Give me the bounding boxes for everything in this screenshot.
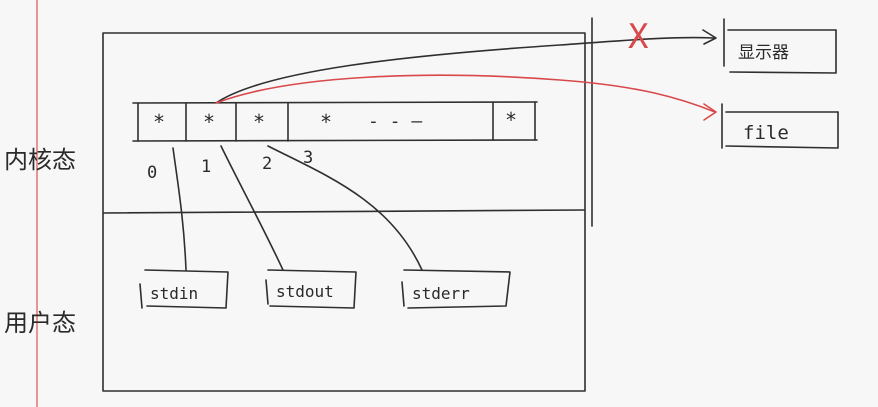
arrow-to-file-head (703, 103, 717, 121)
arrow-to-display-head (702, 29, 717, 45)
fd-table-top (132, 101, 538, 104)
fd-cell-last: * (505, 108, 517, 132)
user-mode-label: 用户态 (4, 309, 76, 337)
arrow-to-display (215, 36, 715, 104)
fd-table: * * * * - - — * (132, 101, 538, 142)
fd-cell-3: * (320, 110, 332, 134)
stdin-label: stdin (150, 284, 198, 303)
fd-table-bottom (132, 139, 538, 142)
fd-index-3: 3 (303, 148, 313, 168)
stdout-box: stdout (265, 269, 357, 309)
stdin-box: stdin (139, 269, 229, 309)
kernel-mode-label: 内核态 (4, 146, 76, 174)
fd-cell-ellipsis: - - — (368, 111, 422, 132)
link-fd0-stdin (172, 147, 187, 271)
stderr-label: stderr (412, 284, 470, 303)
fd-index-1: 1 (201, 157, 211, 177)
kernel-user-divider (103, 209, 585, 214)
stdout-label: stdout (276, 282, 334, 301)
system-box (102, 32, 586, 392)
fd-cell-2: * (253, 110, 265, 134)
link-fd1-stdout (220, 145, 284, 271)
stderr-box: stderr (401, 269, 511, 309)
link-fd2-stderr (267, 145, 423, 271)
cross-mark: X (628, 17, 649, 57)
fd-index-0: 0 (147, 163, 157, 183)
arrow-to-file (215, 74, 716, 113)
fd-index-2: 2 (262, 154, 272, 174)
fd-cell-1: * (203, 110, 215, 134)
file-box: file (721, 103, 839, 149)
display-label: 显示器 (738, 43, 789, 63)
fd-cell-0: * (153, 110, 165, 134)
file-label: file (743, 122, 789, 144)
display-box: 显示器 (723, 18, 837, 74)
